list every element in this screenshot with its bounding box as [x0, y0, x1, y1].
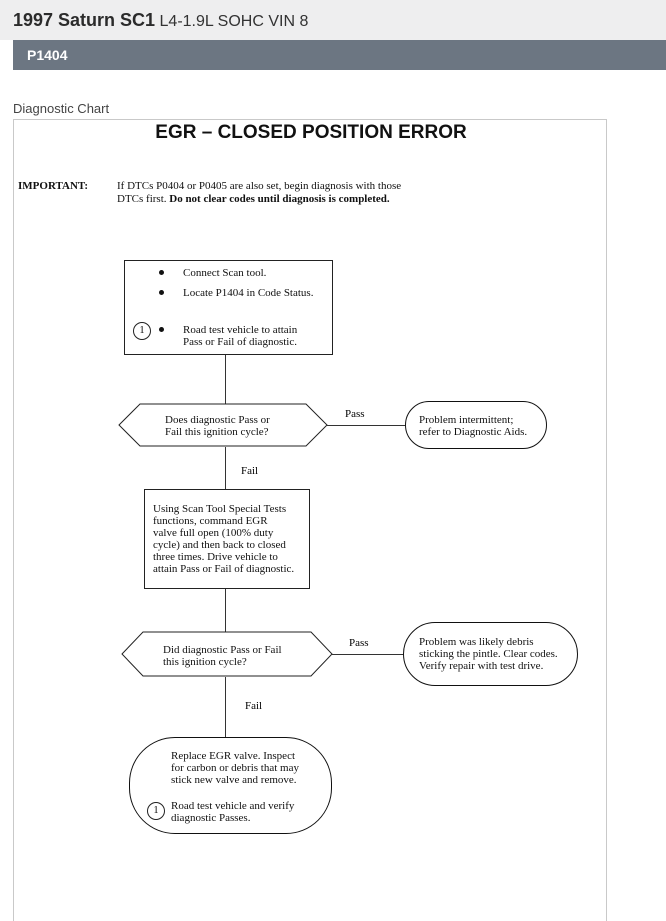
- step-2-text: Using Scan Tool Special Tests functions,…: [153, 503, 294, 575]
- chart-title: EGR – CLOSED POSITION ERROR: [155, 122, 467, 143]
- connector-line: [332, 654, 404, 655]
- step-2-box: [144, 489, 310, 589]
- step-2-line-2: functions, command EGR: [153, 515, 268, 527]
- decision-2-text: Did diagnostic Pass or Fail this ignitio…: [163, 644, 282, 668]
- dtc-code: P1404: [27, 47, 68, 63]
- step-3-line-1: Replace EGR valve. Inspect: [171, 750, 296, 762]
- decision-2-fail-label: Fail: [245, 700, 263, 712]
- connector-line: [225, 589, 226, 632]
- diagnostic-chart: EGR – CLOSED POSITION ERROR IMPORTANT: I…: [13, 119, 607, 921]
- important-line-1: If DTCs P0404 or P0405 are also set, beg…: [117, 180, 402, 192]
- step-1-box: [124, 260, 333, 355]
- connector-line: [225, 677, 226, 737]
- decision-1-text: Does diagnostic Pass or Fail this igniti…: [165, 414, 270, 438]
- result-2-line-1: Problem was likely debris: [419, 636, 534, 648]
- result-2-line-3: Verify repair with test drive.: [419, 660, 544, 672]
- bullet-icon: [159, 327, 164, 332]
- important-line-2-start: DTCs first.: [117, 193, 170, 205]
- step-2-line-6: attain Pass or Fail of diagnostic.: [153, 563, 295, 575]
- result-2-line-2: sticking the pintle. Clear codes.: [419, 648, 558, 660]
- decision-1-fail-label: Fail: [241, 465, 259, 477]
- decision-2-pass-label: Pass: [349, 637, 369, 649]
- step-1-item-3-line-2: Pass or Fail of diagnostic.: [183, 336, 297, 348]
- result-1-line-1: Problem intermittent;: [419, 414, 514, 426]
- step-3-text: Replace EGR valve. Inspect for carbon or…: [171, 750, 299, 786]
- decision-1-line-2: Fail this ignition cycle?: [165, 426, 269, 438]
- vehicle-title: 1997 Saturn SC1: [13, 10, 156, 30]
- bullet-icon: [159, 270, 164, 275]
- step-3-terminal: [129, 737, 332, 834]
- step-2-line-5: three times. Drive vehicle to: [153, 551, 278, 563]
- note-number-icon: 1: [147, 802, 165, 820]
- connector-line: [327, 425, 405, 426]
- decision-1-pass-label: Pass: [345, 408, 365, 420]
- section-label: Diagnostic Chart: [13, 101, 110, 116]
- note-number-icon: 1: [133, 322, 151, 340]
- step-1-item-1: Connect Scan tool.: [183, 267, 267, 279]
- connector-line: [225, 447, 226, 489]
- step-3-line-5: diagnostic Passes.: [171, 812, 251, 824]
- important-line-2-bold: Do not clear codes until diagnosis is co…: [169, 193, 390, 205]
- step-2-line-4: cycle) and then back to closed: [153, 539, 286, 551]
- engine-subtitle: L4-1.9L SOHC VIN 8: [159, 13, 309, 30]
- connector-line: [225, 355, 226, 404]
- step-3-line-2: for carbon or debris that may: [171, 762, 299, 774]
- step-2-line-3: valve full open (100% duty: [153, 527, 274, 539]
- decision-2-line-2: this ignition cycle?: [163, 656, 247, 668]
- step-3-verify-text: Road test vehicle and verify diagnostic …: [171, 800, 294, 824]
- result-1-line-2: refer to Diagnostic Aids.: [419, 426, 528, 438]
- step-1-item-3-line-1: Road test vehicle to attain: [183, 324, 298, 336]
- title-bar: 1997 Saturn SC1 L4-1.9L SOHC VIN 8: [0, 0, 666, 40]
- step-3-line-4: Road test vehicle and verify: [171, 800, 295, 812]
- bullet-icon: [159, 290, 164, 295]
- step-1-item-2: Locate P1404 in Code Status.: [183, 287, 314, 299]
- dtc-code-bar[interactable]: P1404: [13, 40, 666, 70]
- result-2-terminal: [403, 622, 578, 686]
- result-1-terminal: [405, 401, 547, 449]
- decision-2-line-1: Did diagnostic Pass or Fail: [163, 644, 282, 656]
- decision-1-line-1: Does diagnostic Pass or: [165, 414, 270, 426]
- important-label: IMPORTANT:: [18, 180, 89, 192]
- important-note: If DTCs P0404 or P0405 are also set, beg…: [117, 180, 447, 206]
- important-line-2: DTCs first. Do not clear codes until dia…: [117, 193, 447, 206]
- result-2-text: Problem was likely debris sticking the p…: [419, 636, 558, 672]
- step-2-line-1: Using Scan Tool Special Tests: [153, 503, 287, 515]
- result-1-text: Problem intermittent; refer to Diagnosti…: [419, 414, 527, 438]
- step-3-line-3: stick new valve and remove.: [171, 774, 297, 786]
